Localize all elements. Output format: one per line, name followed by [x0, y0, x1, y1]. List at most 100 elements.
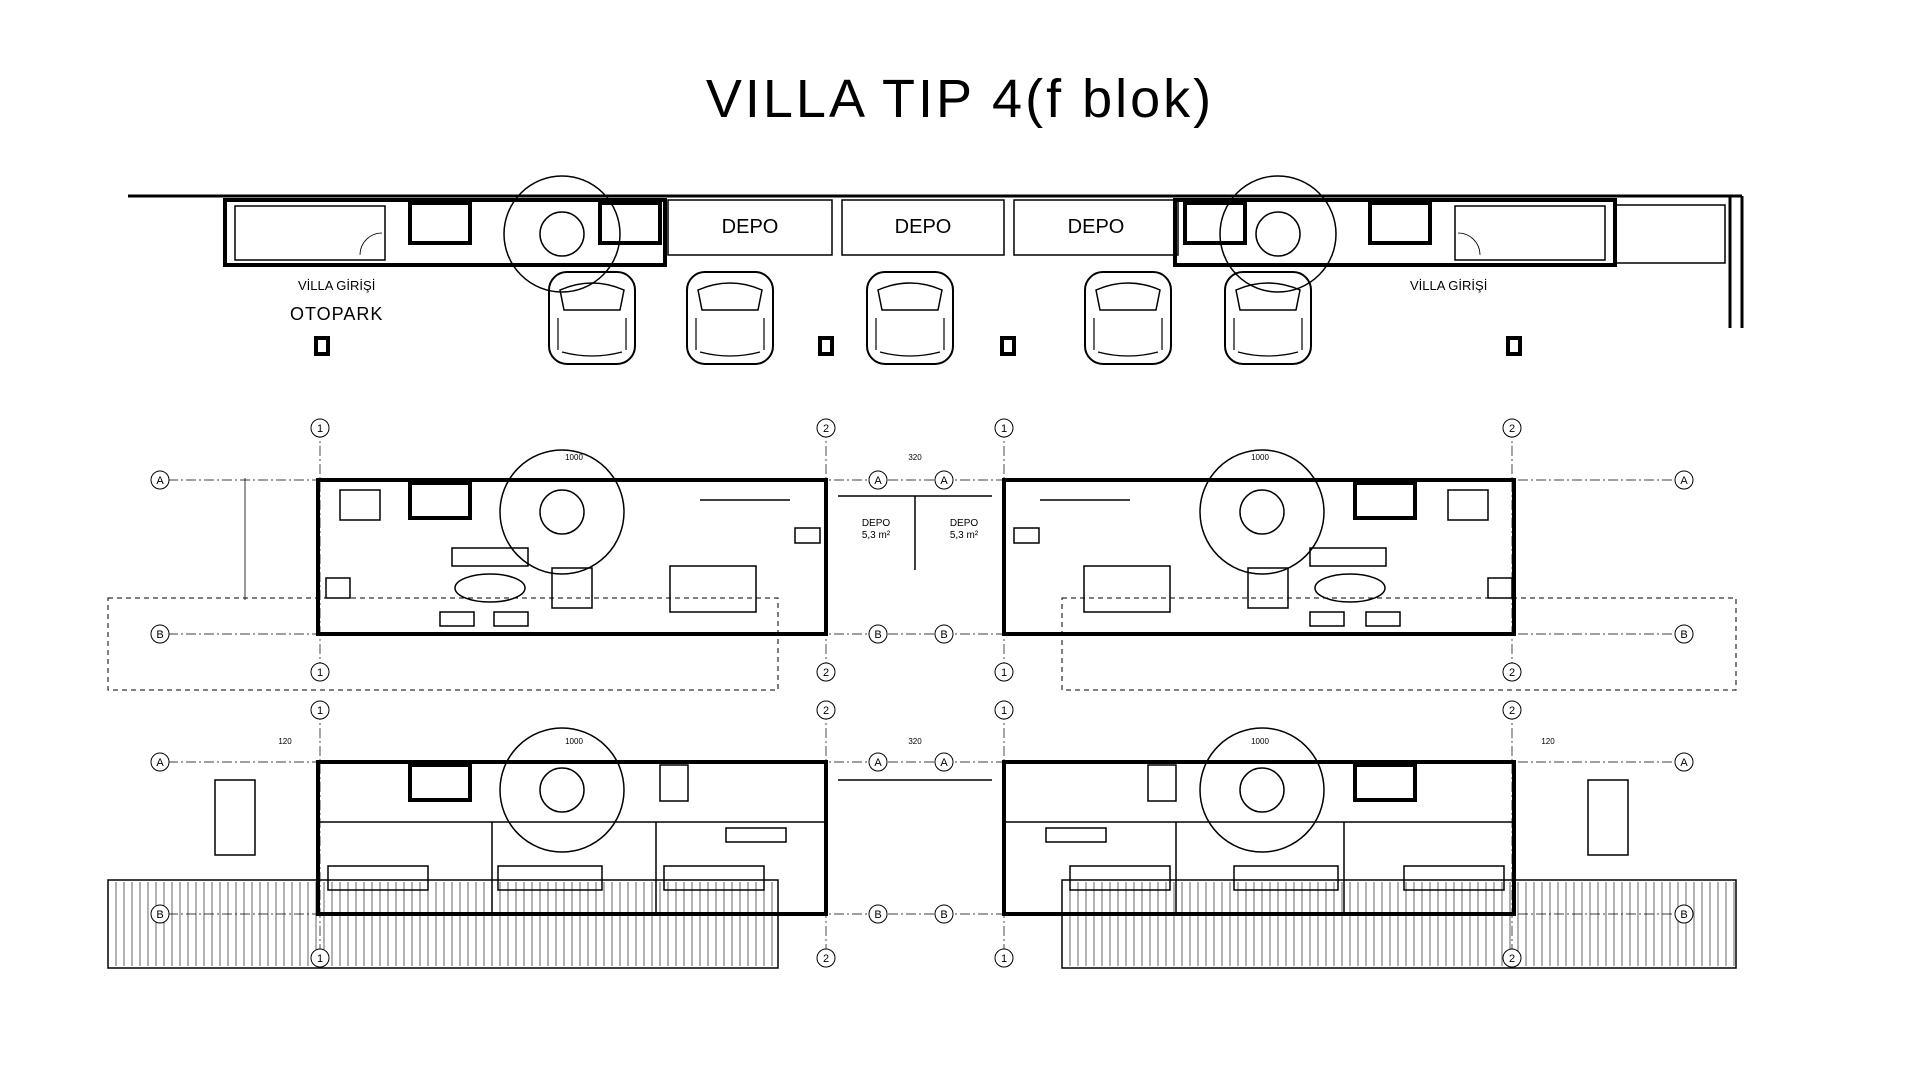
axis-bubble: 1 — [994, 948, 1014, 968]
column — [818, 336, 834, 356]
axis-label: A — [156, 475, 164, 487]
axis-bubble: B — [934, 904, 954, 924]
axis-label: 2 — [1509, 953, 1515, 965]
bed-icon — [1069, 865, 1171, 891]
axis-bubble: B — [1674, 904, 1694, 924]
column — [314, 336, 330, 356]
axis-bubble: A — [150, 470, 170, 490]
axis-label: B — [874, 629, 881, 641]
axis-bubble: A — [868, 470, 888, 490]
axis-label: B — [940, 629, 947, 641]
depo-area: 5,3 m² — [862, 530, 891, 541]
axis-label: B — [874, 909, 881, 921]
axis-label: 1 — [1001, 423, 1007, 435]
dimension-label: 120 — [278, 737, 292, 746]
car-icon — [548, 271, 636, 365]
axis-bubble: A — [1674, 470, 1694, 490]
axis-bubble: 1 — [310, 418, 330, 438]
axis-bubble: 1 — [994, 418, 1014, 438]
terrace-hatch — [115, 882, 1735, 966]
axis-label: A — [1680, 475, 1688, 487]
axis-bubble: B — [150, 624, 170, 644]
axis-bubble: B — [934, 624, 954, 644]
bed-icon — [1403, 865, 1505, 891]
drawing-title: VILLA TIP 4(f blok) — [705, 69, 1215, 129]
ground-floor-plan: DEPO 5,3 m² DEPO 5,3 m² 1000 320 1000 — [107, 428, 1737, 691]
axis-label: 2 — [1509, 667, 1515, 679]
depo-label: DEPO — [862, 518, 891, 529]
depo-label: DEPO — [1068, 216, 1125, 238]
axis-label: B — [156, 629, 163, 641]
axis-bubble: 1 — [310, 662, 330, 682]
column — [1506, 336, 1522, 356]
table-icon — [454, 573, 526, 603]
parking-level: DEPO DEPO DEPO VİLLA GİRİŞİ VİLLA GİRİŞİ… — [128, 175, 1744, 365]
bed-icon — [663, 865, 765, 891]
axis-label: B — [156, 909, 163, 921]
axis-bubble: 2 — [1502, 662, 1522, 682]
axis-bubble: 2 — [816, 662, 836, 682]
depo-area: 5,3 m² — [950, 530, 979, 541]
sofa-icon — [1309, 547, 1387, 567]
dimension-label: 320 — [908, 737, 922, 746]
villa-entrance-label: VİLLA GİRİŞİ — [298, 278, 375, 293]
axis-bubble: A — [934, 752, 954, 772]
dimension-label: 1000 — [565, 453, 583, 462]
axis-label: B — [940, 909, 947, 921]
axis-bubble: A — [1674, 752, 1694, 772]
axis-label: 2 — [823, 423, 829, 435]
axis-label: 2 — [1509, 705, 1515, 717]
axis-bubble: 2 — [816, 418, 836, 438]
axis-label: 2 — [823, 705, 829, 717]
axis-bubble: 2 — [816, 948, 836, 968]
dimension-label: 320 — [908, 453, 922, 462]
axis-label: 2 — [823, 953, 829, 965]
axis-bubble: A — [934, 470, 954, 490]
axis-bubble: 2 — [1502, 948, 1522, 968]
axis-label: 1 — [317, 423, 323, 435]
sofa-icon — [451, 547, 529, 567]
column — [1000, 336, 1016, 356]
spiral-stair-icon — [499, 449, 625, 575]
axis-bubble: 1 — [994, 700, 1014, 720]
dimension-label: 1000 — [565, 737, 583, 746]
depo-label: DEPO — [895, 216, 952, 238]
spiral-stair-icon — [1199, 449, 1325, 575]
axis-label: A — [940, 757, 948, 769]
spiral-stair-icon — [1199, 727, 1325, 853]
bed-icon — [1233, 865, 1339, 891]
car-icon — [686, 271, 774, 365]
axis-label: 2 — [1509, 423, 1515, 435]
spiral-stair-icon — [1219, 175, 1337, 293]
axis-label: 1 — [1001, 667, 1007, 679]
axis-label: A — [940, 475, 948, 487]
axis-label: 1 — [1001, 953, 1007, 965]
depo-label: DEPO — [950, 518, 979, 529]
axis-label: 1 — [1001, 705, 1007, 717]
axis-bubble: 2 — [1502, 700, 1522, 720]
axis-bubble: B — [868, 904, 888, 924]
dimension-label: 120 — [1541, 737, 1555, 746]
axis-label: A — [156, 757, 164, 769]
axis-bubble: B — [150, 904, 170, 924]
axis-label: 2 — [823, 667, 829, 679]
car-group — [548, 271, 1312, 365]
spiral-stair-icon — [503, 175, 621, 293]
dining-table-icon — [1083, 565, 1171, 613]
dining-table-icon — [669, 565, 757, 613]
axis-label: 1 — [317, 953, 323, 965]
axis-label: B — [1680, 629, 1687, 641]
depo-label: DEPO — [722, 216, 779, 238]
axis-bubble: 1 — [994, 662, 1014, 682]
dimension-label: 1000 — [1251, 453, 1269, 462]
dimension-label: 1000 — [1251, 737, 1269, 746]
bed-icon — [327, 865, 429, 891]
bed-icon — [497, 865, 603, 891]
axis-label: A — [874, 757, 882, 769]
upper-floor-plan: 120 1000 320 1000 120 — [107, 710, 1737, 969]
axis-label: B — [1680, 909, 1687, 921]
axis-label: A — [1680, 757, 1688, 769]
axis-label: A — [874, 475, 882, 487]
axis-bubble: 2 — [816, 700, 836, 720]
